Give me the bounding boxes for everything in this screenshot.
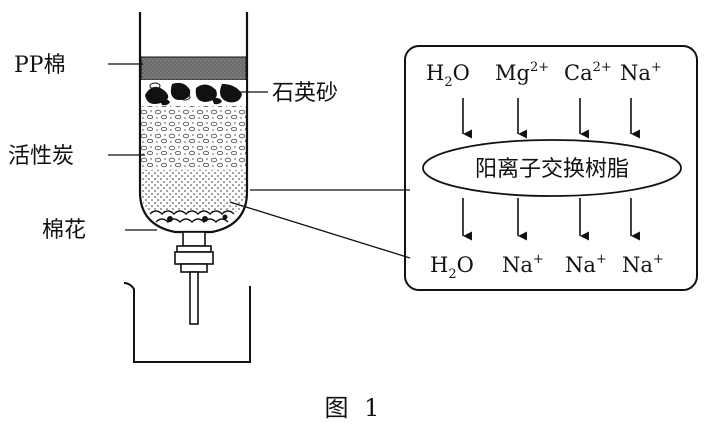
- ion-in-h2o: H2O: [426, 61, 470, 90]
- arrows-in: [462, 98, 640, 139]
- activated-carbon-layer: [141, 106, 246, 170]
- ion-out-na-2: Na+: [565, 252, 607, 277]
- label-cotton: 棉花: [42, 218, 86, 243]
- cotton-layer: [149, 210, 235, 223]
- ion-out-na-1: Na+: [502, 252, 544, 277]
- ion-in-ca: Ca2+: [564, 60, 612, 85]
- resin-ellipse: [422, 139, 682, 197]
- ions-in: H2O Mg2+ Ca2+ Na+: [426, 60, 662, 90]
- resin-label: 阳离子交换树脂: [475, 157, 629, 182]
- ion-out-na-3: Na+: [622, 252, 664, 277]
- ions-out: H2O Na+ Na+ Na+: [430, 252, 664, 282]
- resin-layer: [141, 170, 246, 212]
- ion-in-na: Na+: [620, 60, 662, 85]
- label-quartz-sand: 石英砂: [272, 81, 338, 106]
- resin-box: [404, 45, 698, 291]
- beaker: [123, 282, 251, 363]
- label-pp-cotton: PP棉: [14, 53, 66, 78]
- quartz-sand-layer: [141, 80, 246, 106]
- label-activated-carbon: 活性炭: [8, 144, 74, 169]
- pp-cotton-layer: [140, 56, 247, 81]
- leader-lines: [108, 63, 411, 259]
- arrows-out: [462, 198, 640, 241]
- ion-in-mg: Mg2+: [495, 60, 549, 85]
- ion-out-h2o: H2O: [430, 253, 474, 282]
- figure-caption: 图 1: [324, 394, 384, 422]
- outlet-nozzle: [174, 231, 214, 325]
